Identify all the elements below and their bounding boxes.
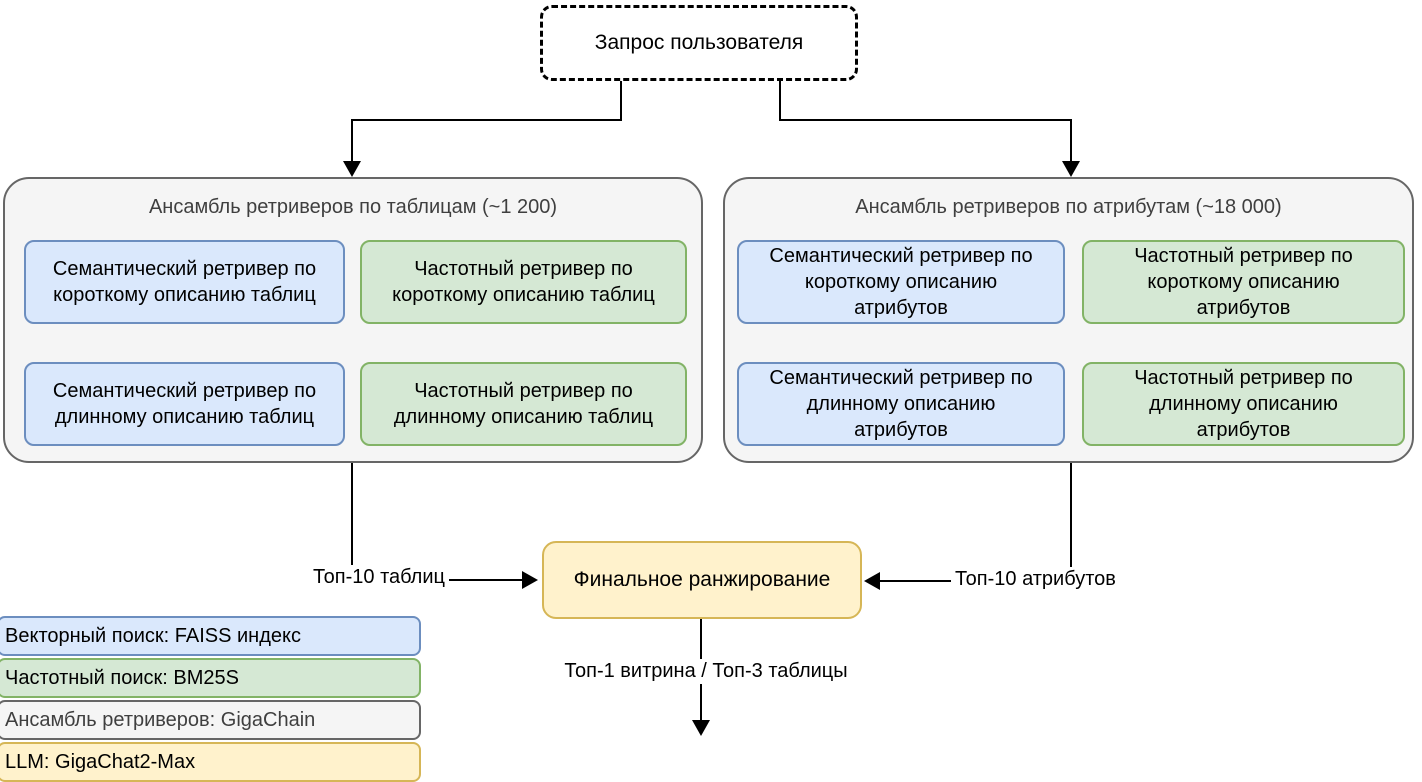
edge-label-top10-attributes: Топ-10 атрибутов	[951, 567, 1120, 592]
retriever-box-semantic-short-attributes: Семантический ретривер по короткому опис…	[737, 240, 1065, 324]
retriever-box-frequency-short-attributes: Частотный ретривер по короткому описанию…	[1082, 240, 1405, 324]
arrow-right-icon	[522, 571, 538, 589]
legend-item-retriever-ensemble: Ансамбль ретриверов: GigaChain	[0, 700, 421, 740]
connector-line	[779, 81, 781, 121]
retriever-box-frequency-long-tables: Частотный ретривер по длинному описанию …	[360, 362, 687, 446]
edge-label-final-output: Топ-1 витрина / Топ-3 таблицы	[542, 659, 870, 684]
retriever-box-frequency-long-attributes: Частотный ретривер по длинному описанию …	[1082, 362, 1405, 446]
connector-line	[1070, 119, 1072, 163]
arrow-down-icon	[692, 720, 710, 736]
tables-ensemble-container: Ансамбль ретриверов по таблицам (~1 200)…	[3, 177, 703, 463]
retriever-box-semantic-long-attributes: Семантический ретривер по длинному описа…	[737, 362, 1065, 446]
legend-item-frequency-search: Частотный поиск: BM25S	[0, 658, 421, 698]
final-ranking-label: Финальное ранжирование	[573, 568, 831, 591]
arrow-left-icon	[864, 572, 880, 590]
edge-label-top10-tables: Топ-10 таблиц	[309, 565, 449, 590]
legend-label-retriever-ensemble: Ансамбль ретриверов: GigaChain	[5, 708, 316, 731]
attributes-ensemble-container: Ансамбль ретриверов по атрибутам (~18 00…	[723, 177, 1414, 463]
connector-line	[779, 119, 1072, 121]
retriever-box-semantic-short-tables: Семантический ретривер по короткому опис…	[24, 240, 345, 324]
connector-line	[1070, 463, 1072, 581]
final-ranking-node: Финальное ранжирование	[542, 541, 862, 619]
connector-line	[620, 81, 622, 121]
legend-item-llm: LLM: GigaChat2-Max	[0, 742, 421, 782]
arrow-down-icon	[1062, 161, 1080, 177]
arrow-down-icon	[343, 161, 361, 177]
connector-line	[351, 463, 353, 581]
connector-line	[351, 119, 353, 163]
retriever-box-semantic-long-tables: Семантический ретривер по длинному описа…	[24, 362, 345, 446]
user-query-label: Запрос пользователя	[594, 31, 804, 54]
connector-line	[351, 119, 622, 121]
legend-item-vector-search: Векторный поиск: FAISS индекс	[0, 616, 421, 656]
user-query-node: Запрос пользователя	[540, 5, 858, 81]
legend-label-frequency-search: Частотный поиск: BM25S	[5, 666, 239, 689]
legend-label-llm: LLM: GigaChat2-Max	[5, 750, 196, 773]
attributes-ensemble-title: Ансамбль ретриверов по атрибутам (~18 00…	[855, 196, 1282, 218]
retriever-box-frequency-short-tables: Частотный ретривер по короткому описанию…	[360, 240, 687, 324]
tables-ensemble-title: Ансамбль ретриверов по таблицам (~1 200)	[148, 196, 558, 218]
legend-label-vector-search: Векторный поиск: FAISS индекс	[5, 624, 301, 647]
